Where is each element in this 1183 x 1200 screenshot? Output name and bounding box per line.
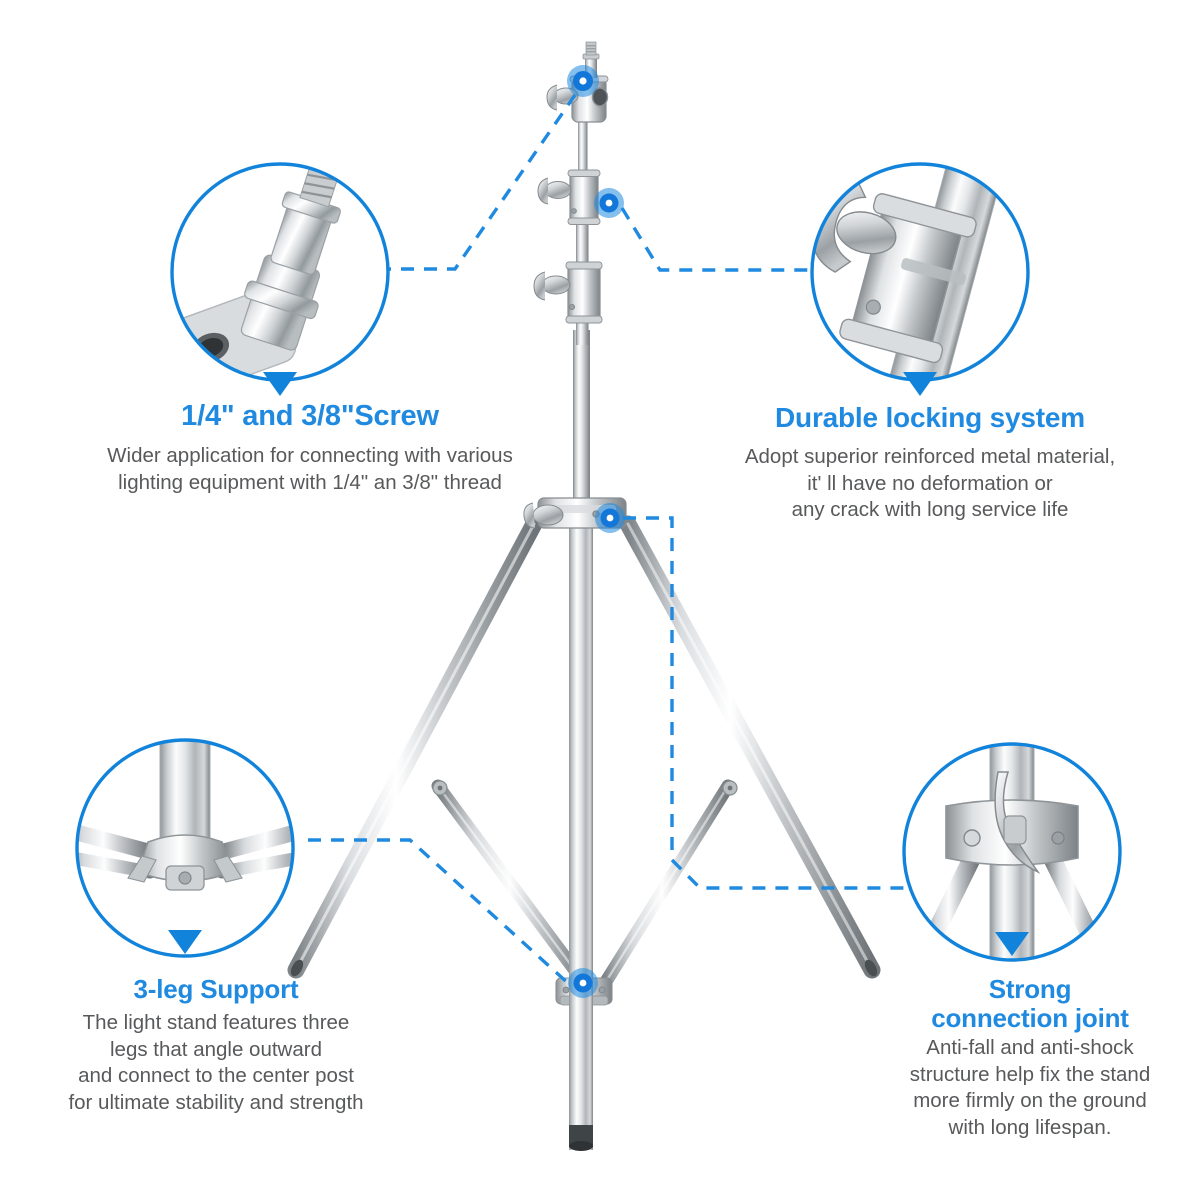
callout-body-line: any crack with long service life: [791, 498, 1069, 522]
marker-dot[interactable]: [568, 968, 598, 998]
callout-pointer-legs: [168, 930, 202, 954]
tripod-leg-left: [287, 515, 543, 979]
marker-dot[interactable]: [594, 188, 624, 218]
tripod-leg-right: [619, 515, 881, 979]
callout-ring-legs: [75, 738, 295, 958]
center-post: [569, 110, 593, 1151]
collar-knob-left: [523, 502, 564, 529]
callout-body-line: and connect to the center post: [78, 1064, 354, 1088]
callout-title-line: Strong: [988, 974, 1072, 1004]
brace-right: [595, 779, 738, 995]
callout-body-line: with long lifespan.: [948, 1115, 1112, 1139]
callout-title-joint: Strong connection joint: [880, 974, 1180, 1034]
callout-body-line: Anti-fall and anti-shock: [926, 1036, 1134, 1059]
callout-body-line: for ultimate stability and strength: [68, 1090, 364, 1114]
wing-knob-lower: [533, 271, 571, 301]
callout-pointer-screw: [263, 372, 297, 396]
callout-body-line: legs that angle outward: [110, 1037, 322, 1061]
socket-hole-icon: [591, 87, 609, 107]
callout-ring-joint: [902, 742, 1122, 962]
locking-collar-icon: [812, 164, 1007, 380]
callout-pointer-joint: [995, 932, 1029, 956]
leg-hub-icon: [77, 740, 293, 891]
callout-body-line: Adopt superior reinforced metal material…: [744, 445, 1116, 468]
marker-dot[interactable]: [595, 503, 625, 533]
leader-line-locking: [620, 207, 830, 272]
callout-body-legs: The light stand features three legs that…: [40, 1010, 392, 1117]
callout-title-legs: 3-leg Support: [133, 974, 299, 1004]
callout-pointer-locking: [903, 372, 937, 396]
callout-body-locking: Adopt superior reinforced metal material…: [718, 444, 1142, 524]
callout-body-line: Wider application for connecting with va…: [107, 444, 513, 467]
callout-body-screw: Wider application for connecting with va…: [60, 443, 560, 496]
callout-body-line: structure help fix the stand: [909, 1062, 1151, 1086]
callout-body-line: The light stand features three: [82, 1011, 350, 1034]
callout-body-line: lighting equipment with 1/4" an 3/8" thr…: [118, 470, 502, 494]
brace-left: [431, 779, 595, 995]
callout-title-locking: Durable locking system: [775, 402, 1085, 433]
leader-line-joint: [623, 516, 905, 890]
callout-body-joint: Anti-fall and anti-shock structure help …: [880, 1035, 1180, 1142]
rubber-foot-icon: [569, 1141, 593, 1151]
marker-dot[interactable]: [567, 65, 599, 97]
callout-body-line: more firmly on the ground: [913, 1089, 1147, 1113]
wing-knob-upper: [537, 177, 572, 205]
callout-body-line: it' ll have no deformation or: [807, 471, 1053, 495]
callout-title-line: connection joint: [931, 1003, 1129, 1034]
callout-title-screw: 1/4" and 3/8"Screw: [181, 400, 439, 432]
leader-line-legs: [308, 838, 572, 987]
locking-collar-lower: [533, 261, 603, 324]
